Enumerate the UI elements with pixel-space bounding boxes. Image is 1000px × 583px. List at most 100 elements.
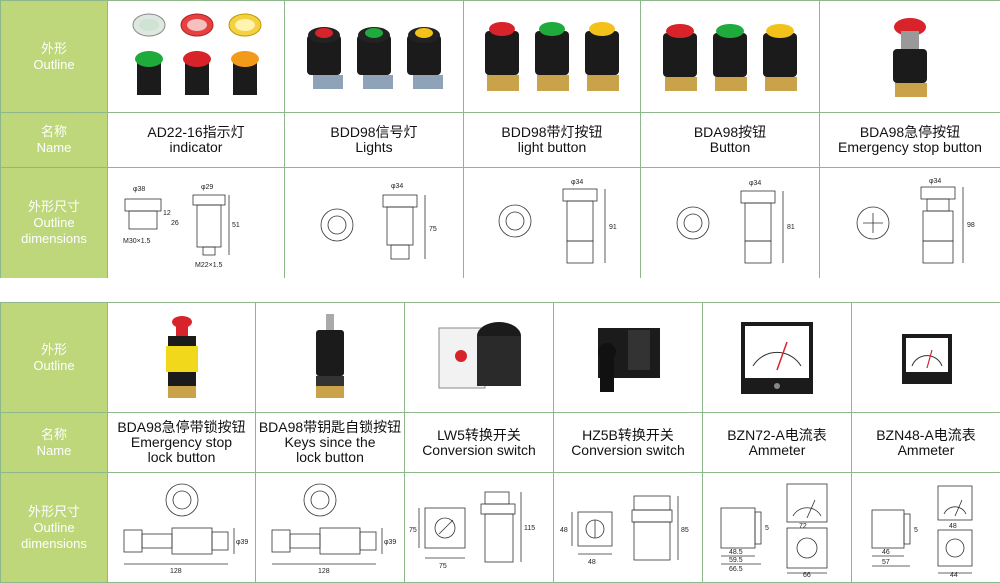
ring-lamp-red (181, 14, 213, 36)
name-zh: LW5转换开关 (405, 428, 553, 443)
ammeter-72 (741, 322, 813, 394)
lw5-conversion-switch (439, 322, 521, 388)
photo-lw5-switch (405, 303, 554, 413)
dims-bda98-button: φ34 81 (641, 168, 820, 279)
dim-label: 128 (318, 568, 330, 575)
dim-label: 66.5 (729, 566, 743, 573)
dim-label: φ39 (384, 539, 396, 546)
label-en: Name (1, 140, 107, 156)
table-gap (0, 278, 1000, 302)
dims-bdd98-light-button: φ34 91 (464, 168, 641, 279)
photo-bzn72-ammeter (703, 303, 852, 413)
dims-lw5: 75 75 115 (405, 473, 554, 583)
dim-label: φ34 (929, 178, 941, 185)
dim-label: 75 (439, 563, 447, 570)
lamp-green (135, 51, 163, 95)
name-zh: BZN48-A电流表 (852, 428, 1000, 443)
dim-label: φ29 (201, 184, 213, 191)
name-en: Ammeter (703, 443, 851, 458)
light-button-red (485, 22, 519, 91)
button-yellow (763, 24, 797, 91)
row-label-dims: 外形尺寸 Outline dimensions (1, 473, 108, 583)
name-zh: BDA98按钮 (641, 125, 819, 140)
dim-label: 51 (232, 222, 240, 229)
dim-label: 128 (170, 568, 182, 575)
photo-bzn48-ammeter (852, 303, 1000, 413)
dims-hz5b: 48 48 85 (554, 473, 703, 583)
photo-ad22-indicator (108, 1, 285, 113)
emergency-lock-button (166, 316, 198, 398)
button-red (663, 24, 697, 91)
dim-label: φ34 (571, 179, 583, 186)
label-en: Outline (1, 358, 107, 374)
dim-label: φ34 (749, 180, 761, 187)
name-en: Conversion switch (554, 443, 702, 458)
button-green (713, 24, 747, 91)
row-label-name: 名称 Name (1, 113, 108, 168)
lamp-red (183, 51, 211, 95)
label-zh: 外形尺寸 (1, 199, 107, 215)
hz5b-conversion-switch (598, 328, 660, 392)
dim-label: 81 (787, 224, 795, 231)
dims-bzn48: 48 5 46 57 44 (852, 473, 1000, 583)
dim-label: φ38 (133, 186, 145, 193)
name-en: lock button (108, 450, 255, 465)
name-en: light button (464, 140, 640, 155)
dim-label: 48 (560, 527, 568, 534)
key-lock-button (316, 314, 344, 398)
label-en: Outline (1, 57, 107, 73)
ring-lamp-yellow (229, 14, 261, 36)
label-en: Outline (1, 520, 107, 536)
name-zh: BDA98急停带锁按钮 (108, 420, 255, 435)
dim-label: 48.5 (729, 549, 743, 556)
dim-label: 48 (588, 559, 596, 566)
dim-label: φ34 (391, 183, 403, 190)
dim-label: M22×1.5 (195, 262, 223, 269)
dim-label: 12 (163, 210, 171, 217)
label-en: Name (1, 443, 107, 459)
dim-label: 5 (914, 527, 918, 534)
dim-label: 5 (765, 525, 769, 532)
name-zh: BZN72-A电流表 (703, 428, 851, 443)
name-en: Emergency stop (108, 435, 255, 450)
dim-label: 85 (681, 527, 689, 534)
dim-label: M30×1.5 (123, 238, 151, 245)
name-zh: BDD98带灯按钮 (464, 125, 640, 140)
dim-label: φ39 (236, 539, 248, 546)
dim-label: 98 (967, 222, 975, 229)
dim-label: 59.5 (729, 557, 743, 564)
dims-bda98-emergency: φ34 98 (820, 168, 1000, 279)
row-label-outline: 外形 Outline (1, 1, 108, 113)
label-zh: 外形尺寸 (1, 504, 107, 520)
ring-lamp-green (133, 14, 165, 36)
photo-bdd98-light-button (464, 1, 641, 113)
label-zh: 外形 (1, 342, 107, 358)
photo-bda98-key-lock (256, 303, 405, 413)
dims-bda98-key-lock: 128 φ39 (256, 473, 405, 583)
label-en: dimensions (1, 231, 107, 247)
name-zh: AD22-16指示灯 (108, 125, 284, 140)
label-zh: 名称 (1, 124, 107, 140)
dim-label: 72 (799, 523, 807, 530)
dim-label: 48 (949, 523, 957, 530)
dims-bda98-emergency-lock: 128 φ39 (108, 473, 256, 583)
signal-light-green (357, 27, 393, 89)
label-en: dimensions (1, 536, 107, 552)
name-zh: HZ5B转换开关 (554, 428, 702, 443)
name-zh: BDA98带钥匙自锁按钮 (256, 420, 404, 435)
emergency-stop-button (893, 18, 927, 97)
row-label-name: 名称 Name (1, 413, 108, 473)
label-zh: 名称 (1, 427, 107, 443)
photo-hz5b-switch (554, 303, 703, 413)
photo-bda98-emergency-stop (820, 1, 1000, 113)
name-en: lock button (256, 450, 404, 465)
name-en: Keys since the (256, 435, 404, 450)
photo-bda98-button (641, 1, 820, 113)
